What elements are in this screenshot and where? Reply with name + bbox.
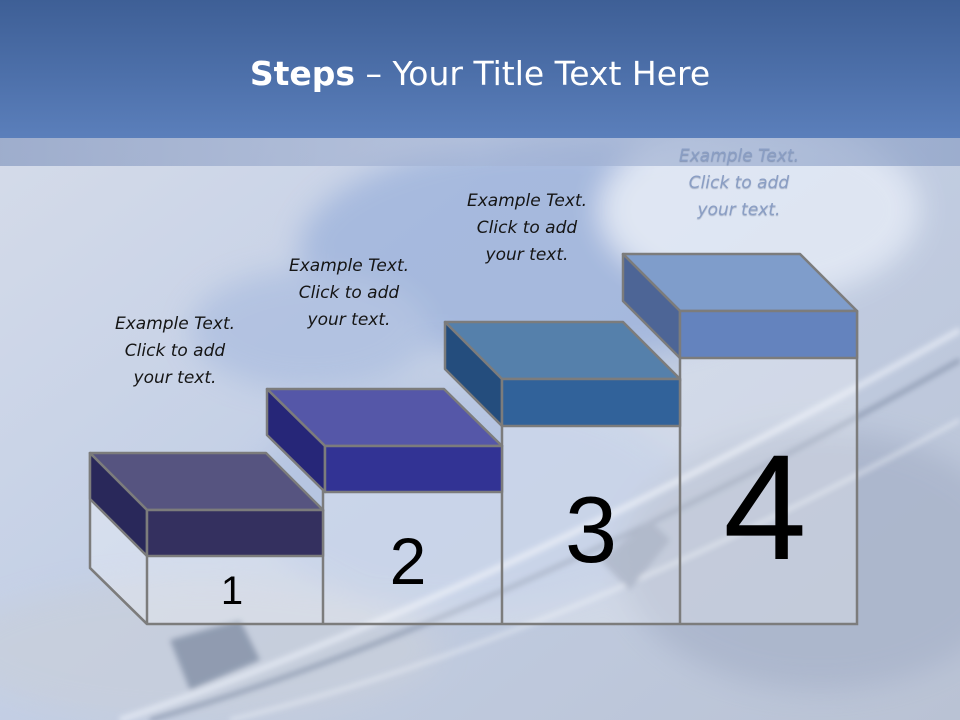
page-title[interactable]: Steps – Your Title Text Here bbox=[0, 52, 960, 96]
page-title-bold: Steps bbox=[249, 54, 356, 93]
caption-line: your text. bbox=[133, 368, 217, 388]
caption-line: Click to add bbox=[298, 283, 400, 303]
staircase-front-edge bbox=[89, 380, 682, 625]
step-caption-3[interactable]: Example Text. Click to add your text. bbox=[437, 188, 617, 269]
caption-line: Example Text. bbox=[466, 191, 588, 211]
step-number-2: 2 bbox=[389, 524, 427, 598]
caption-line: Example Text. bbox=[678, 146, 800, 166]
caption-line: Example Text. bbox=[288, 256, 410, 276]
step-caption-2[interactable]: Example Text. Click to add your text. bbox=[259, 253, 439, 334]
step-2-front-face bbox=[323, 444, 504, 494]
step-1-front-face bbox=[145, 508, 325, 558]
title-band bbox=[0, 138, 960, 166]
step-3-front-face bbox=[500, 377, 682, 428]
caption-line: your text. bbox=[307, 310, 391, 330]
step-caption-4[interactable]: Example Text. Click to add your text. bbox=[649, 143, 829, 224]
caption-line: Click to add bbox=[124, 341, 226, 361]
title-bar bbox=[0, 0, 960, 138]
step-number-3: 3 bbox=[564, 477, 618, 582]
caption-line: Example Text. bbox=[114, 314, 236, 334]
step-number-4: 4 bbox=[723, 423, 807, 591]
page-title-rest: – Your Title Text Here bbox=[355, 54, 711, 93]
step-caption-1[interactable]: Example Text. Click to add your text. bbox=[85, 311, 265, 392]
caption-line: your text. bbox=[697, 200, 781, 220]
step-number-1: 1 bbox=[220, 569, 244, 613]
step-4-front-face bbox=[678, 309, 859, 360]
caption-line: your text. bbox=[485, 245, 569, 265]
caption-line: Click to add bbox=[476, 218, 578, 238]
caption-line: Click to add bbox=[688, 173, 790, 193]
